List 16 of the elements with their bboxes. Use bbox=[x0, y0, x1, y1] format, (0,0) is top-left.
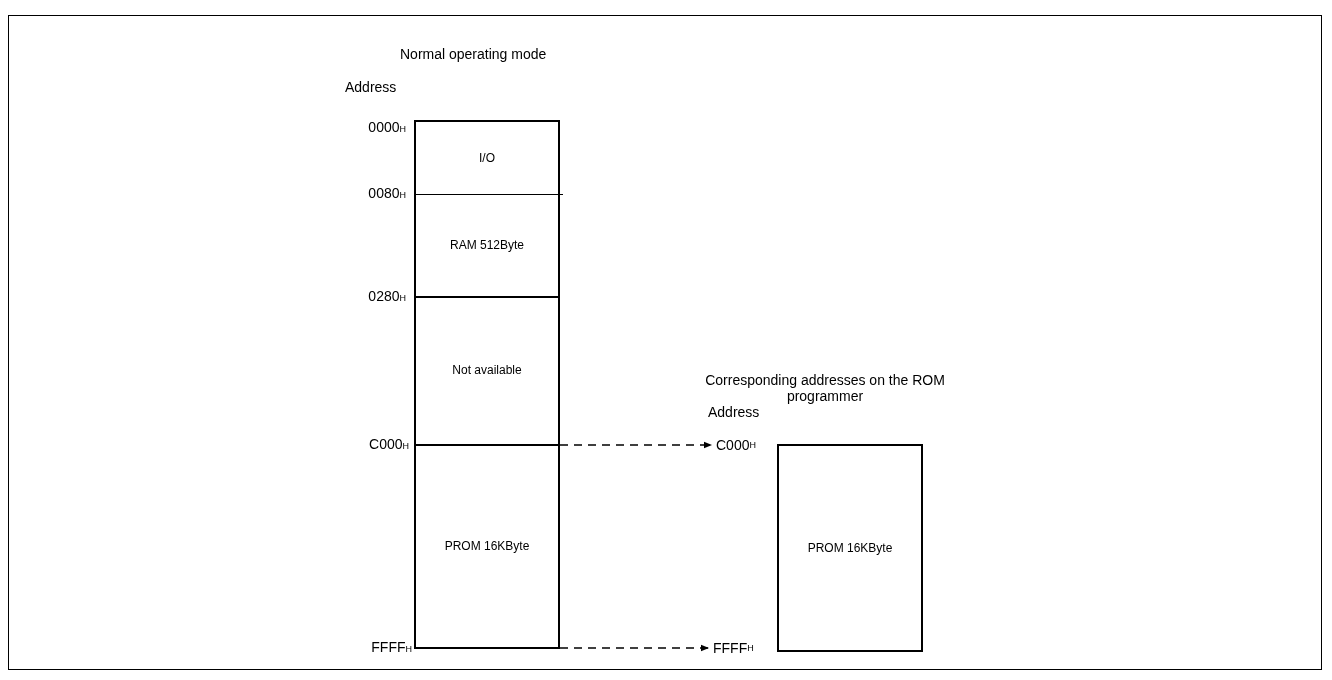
dashed-arrow bbox=[559, 441, 713, 449]
segment-label: I/O bbox=[479, 151, 495, 165]
memory-segment bbox=[414, 444, 560, 649]
diagram-heading: Corresponding addresses on the ROM programmer bbox=[704, 372, 946, 404]
memory-segment bbox=[414, 296, 560, 446]
memory-block bbox=[777, 444, 923, 652]
axis-heading: Address bbox=[708, 404, 760, 420]
dashed-arrow bbox=[559, 644, 710, 652]
memory-segment bbox=[414, 120, 560, 195]
diagram-heading: Normal operating mode bbox=[400, 46, 547, 62]
axis-heading: Address bbox=[345, 79, 397, 95]
segment-label: RAM 512Byte bbox=[449, 238, 524, 252]
segment-label: PROM 16KByte bbox=[807, 541, 893, 555]
segment-label: Not available bbox=[452, 363, 522, 377]
segment-label: PROM 16KByte bbox=[444, 538, 530, 553]
memory-segment bbox=[414, 194, 560, 298]
